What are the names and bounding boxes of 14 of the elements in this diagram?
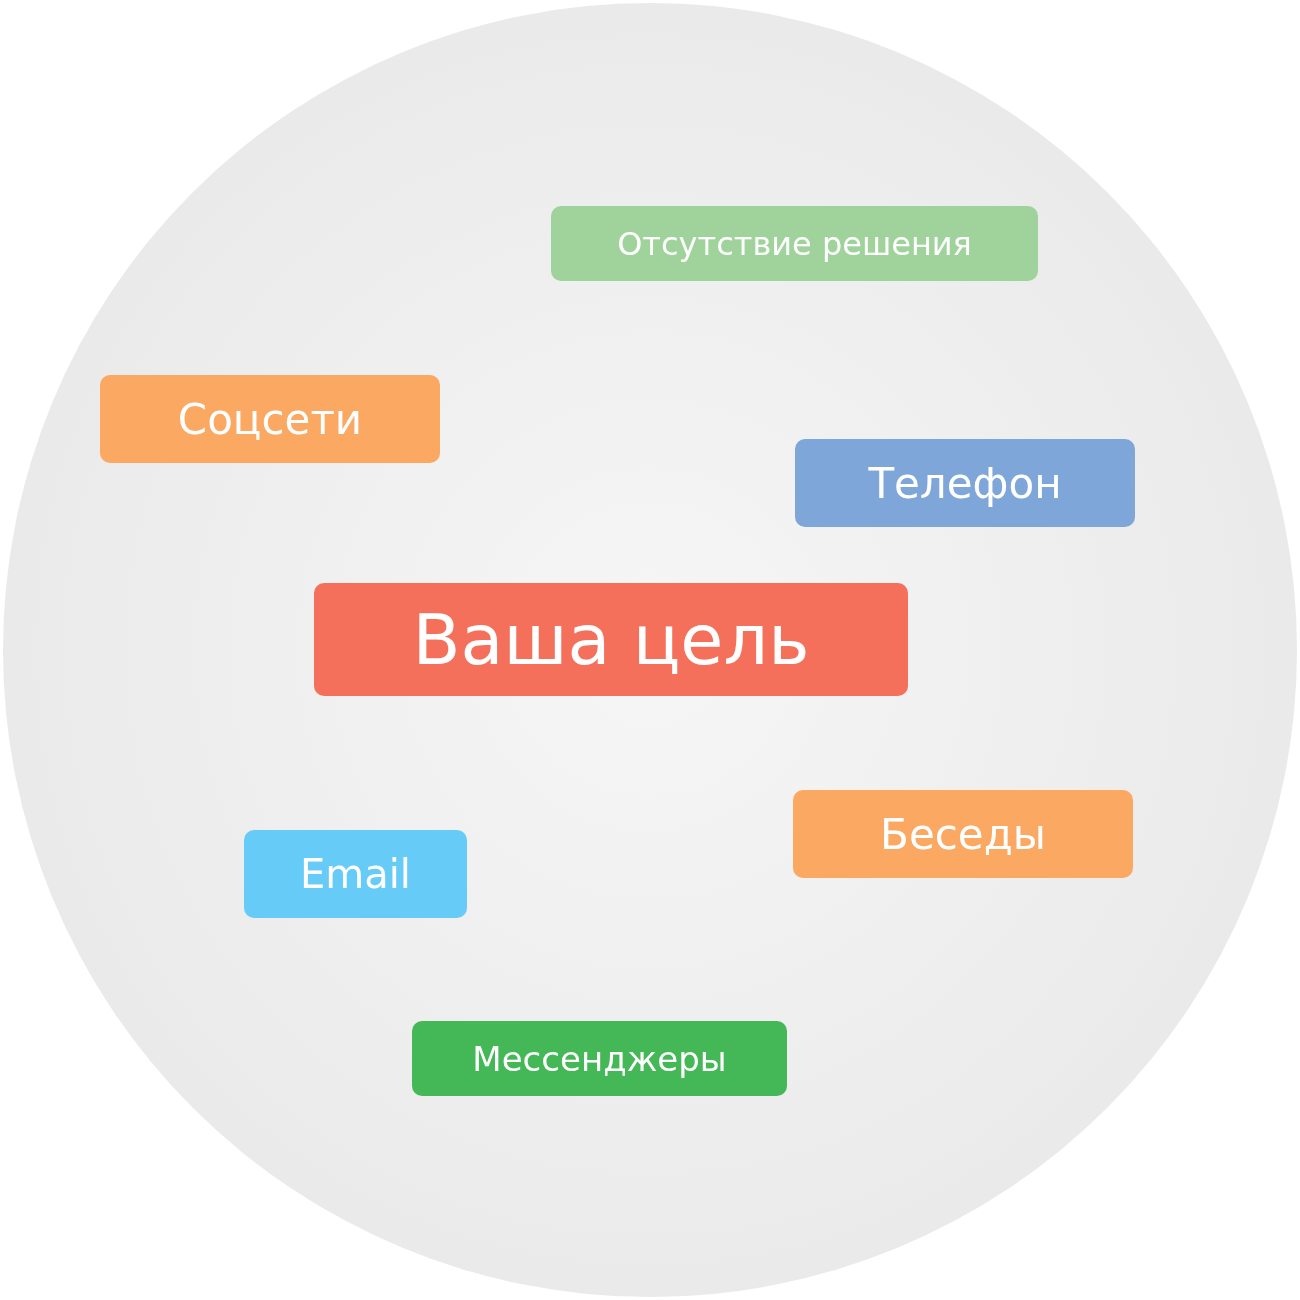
label-box (244, 830, 467, 918)
box-label: Отсутствие решения (617, 224, 972, 263)
label-box (412, 1021, 787, 1096)
label-box (793, 790, 1133, 878)
label-box (314, 583, 908, 696)
box-label: Беседы (880, 809, 1046, 859)
label-box (100, 375, 440, 463)
box-label: Ваша цель (412, 598, 810, 681)
box-label: Email (300, 851, 411, 897)
label-box (551, 206, 1038, 281)
box-label: Соцсети (177, 394, 363, 444)
label-box (795, 439, 1135, 527)
box-label: Телефон (868, 458, 1062, 508)
box-label: Мессенджеры (472, 1038, 727, 1079)
